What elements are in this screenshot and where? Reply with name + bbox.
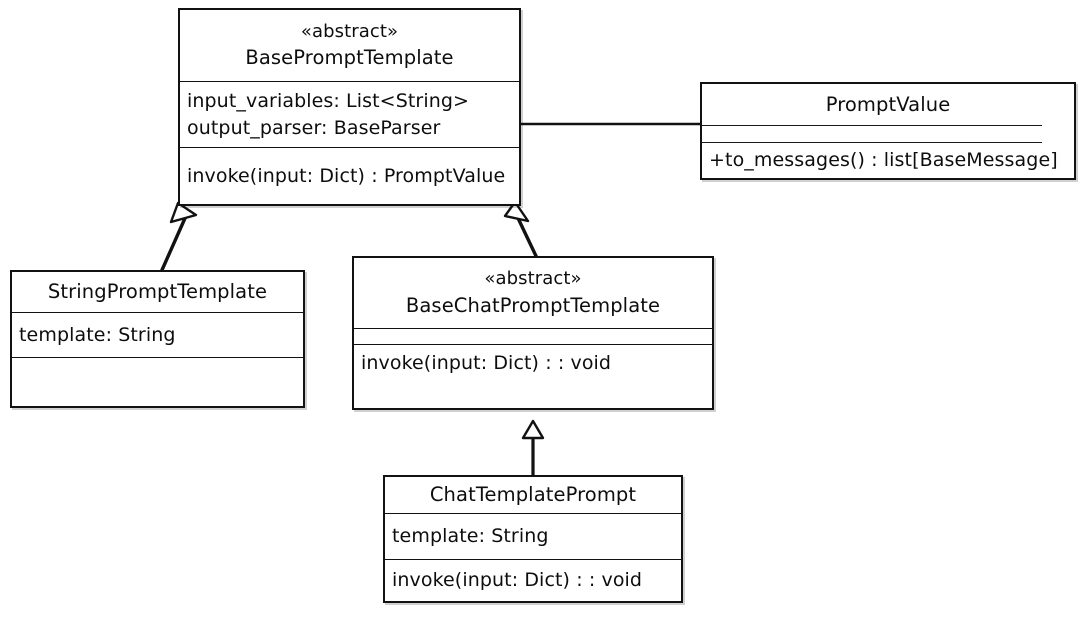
class-attributes-compartment-chat-template-prompt: template: String xyxy=(385,512,681,560)
compartment-divider xyxy=(702,125,1042,126)
class-attributes-compartment-base-chat-prompt-template xyxy=(354,328,712,344)
class-title-compartment-base-chat-prompt-template: «abstract» BaseChatPromptTemplate xyxy=(354,258,712,328)
class-methods-compartment-base-chat-prompt-template: invoke(input: Dict) : : void xyxy=(354,344,712,408)
compartment-divider xyxy=(702,142,1042,143)
class-box-string-prompt-template[interactable]: StringPromptTemplate template: String xyxy=(10,270,305,408)
generalization-line-base-chat-prompt-template xyxy=(515,214,538,258)
class-attribute: input_variables: List<String> xyxy=(187,89,470,112)
class-attribute: template: String xyxy=(19,323,176,346)
class-box-chat-template-prompt[interactable]: ChatTemplatePrompt template: String invo… xyxy=(383,475,683,603)
class-name-chat-template-prompt: ChatTemplatePrompt xyxy=(429,483,637,507)
class-name-base-prompt-template: BasePromptTemplate xyxy=(245,46,454,70)
class-title-compartment-string-prompt-template: StringPromptTemplate xyxy=(12,272,303,312)
class-stereotype-base-chat-prompt-template: «abstract» xyxy=(484,268,582,290)
class-name-prompt-value: PromptValue xyxy=(825,93,951,117)
class-methods-compartment-chat-template-prompt: invoke(input: Dict) : : void xyxy=(385,559,681,601)
class-methods-compartment-string-prompt-template xyxy=(12,357,303,406)
class-box-base-chat-prompt-template[interactable]: «abstract» BaseChatPromptTemplate invoke… xyxy=(352,256,714,410)
class-title-compartment-base-prompt-template: «abstract» BasePromptTemplate xyxy=(180,10,519,81)
class-title-compartment-chat-template-prompt: ChatTemplatePrompt xyxy=(385,477,681,513)
class-method: invoke(input: Dict) : : void xyxy=(361,352,612,374)
class-attributes-compartment-string-prompt-template: template: String xyxy=(12,312,303,357)
class-name-base-chat-prompt-template: BaseChatPromptTemplate xyxy=(405,293,661,317)
class-attributes-compartment-base-prompt-template: input_variables: List<String> output_par… xyxy=(180,81,519,147)
class-method: +to_messages() : list[BaseMessage] xyxy=(709,149,1058,172)
class-attribute: output_parser: BaseParser xyxy=(187,116,441,139)
class-box-prompt-value[interactable]: PromptValue +to_messages() : list[BaseMe… xyxy=(700,82,1076,180)
generalization-line-string-prompt-template xyxy=(160,214,188,272)
class-method: invoke(input: Dict) : : void xyxy=(392,569,643,592)
class-title-compartment-prompt-value: PromptValue xyxy=(702,84,1074,126)
class-attributes-compartment-prompt-value xyxy=(702,126,1074,143)
class-stereotype-base-prompt-template: «abstract» xyxy=(300,20,399,42)
class-methods-compartment-prompt-value: +to_messages() : list[BaseMessage] xyxy=(702,143,1074,178)
class-name-string-prompt-template: StringPromptTemplate xyxy=(47,280,268,304)
class-box-base-prompt-template[interactable]: «abstract» BasePromptTemplate input_vari… xyxy=(178,8,521,206)
class-attribute: template: String xyxy=(392,525,549,548)
generalization-arrowhead-chat-template-prompt xyxy=(521,419,545,440)
class-methods-compartment-base-prompt-template: invoke(input: Dict) : PromptValue xyxy=(180,147,519,204)
class-method: invoke(input: Dict) : PromptValue xyxy=(187,164,506,187)
